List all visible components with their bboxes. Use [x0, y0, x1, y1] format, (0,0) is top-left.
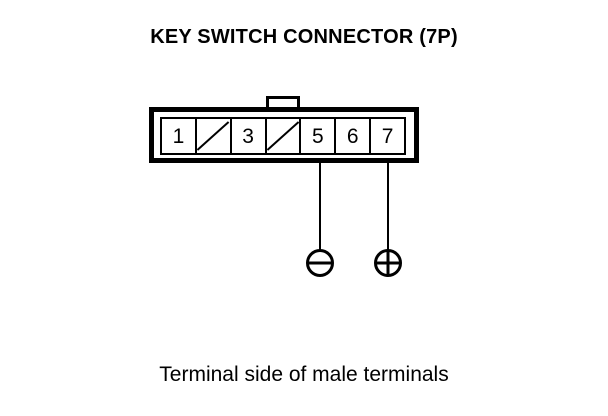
terminal-cavity-2-blank [197, 119, 232, 153]
positive-terminal-icon [374, 249, 402, 277]
key-switch-connector: 1 3 5 6 7 [149, 96, 419, 163]
terminal-cavity-6: 6 [336, 119, 372, 153]
terminal-cavity-label: 3 [242, 124, 254, 148]
connector-locking-tab [266, 96, 300, 109]
terminal-cavity-label: 6 [346, 124, 359, 148]
lead-wire-positive [387, 160, 389, 252]
terminal-cavity-3: 3 [232, 119, 267, 153]
page-title: KEY SWITCH CONNECTOR (7P) [150, 26, 458, 48]
terminal-cavity-label: 1 [172, 124, 185, 148]
diagram-caption: Terminal side of male terminals [159, 363, 449, 386]
terminal-cavity-4-blank [267, 119, 302, 153]
plus-stroke-vertical [386, 252, 390, 274]
terminal-cavity-1: 1 [162, 119, 197, 153]
minus-stroke [309, 261, 331, 265]
terminal-cavity-row: 1 3 5 6 7 [160, 117, 406, 155]
terminal-cavity-label: 7 [381, 124, 394, 148]
terminal-cavity-5: 5 [301, 119, 337, 153]
terminal-cavity-label: 5 [312, 124, 324, 148]
terminal-cavity-7: 7 [371, 119, 404, 153]
lead-wire-negative [319, 160, 321, 252]
negative-terminal-icon [306, 249, 334, 277]
